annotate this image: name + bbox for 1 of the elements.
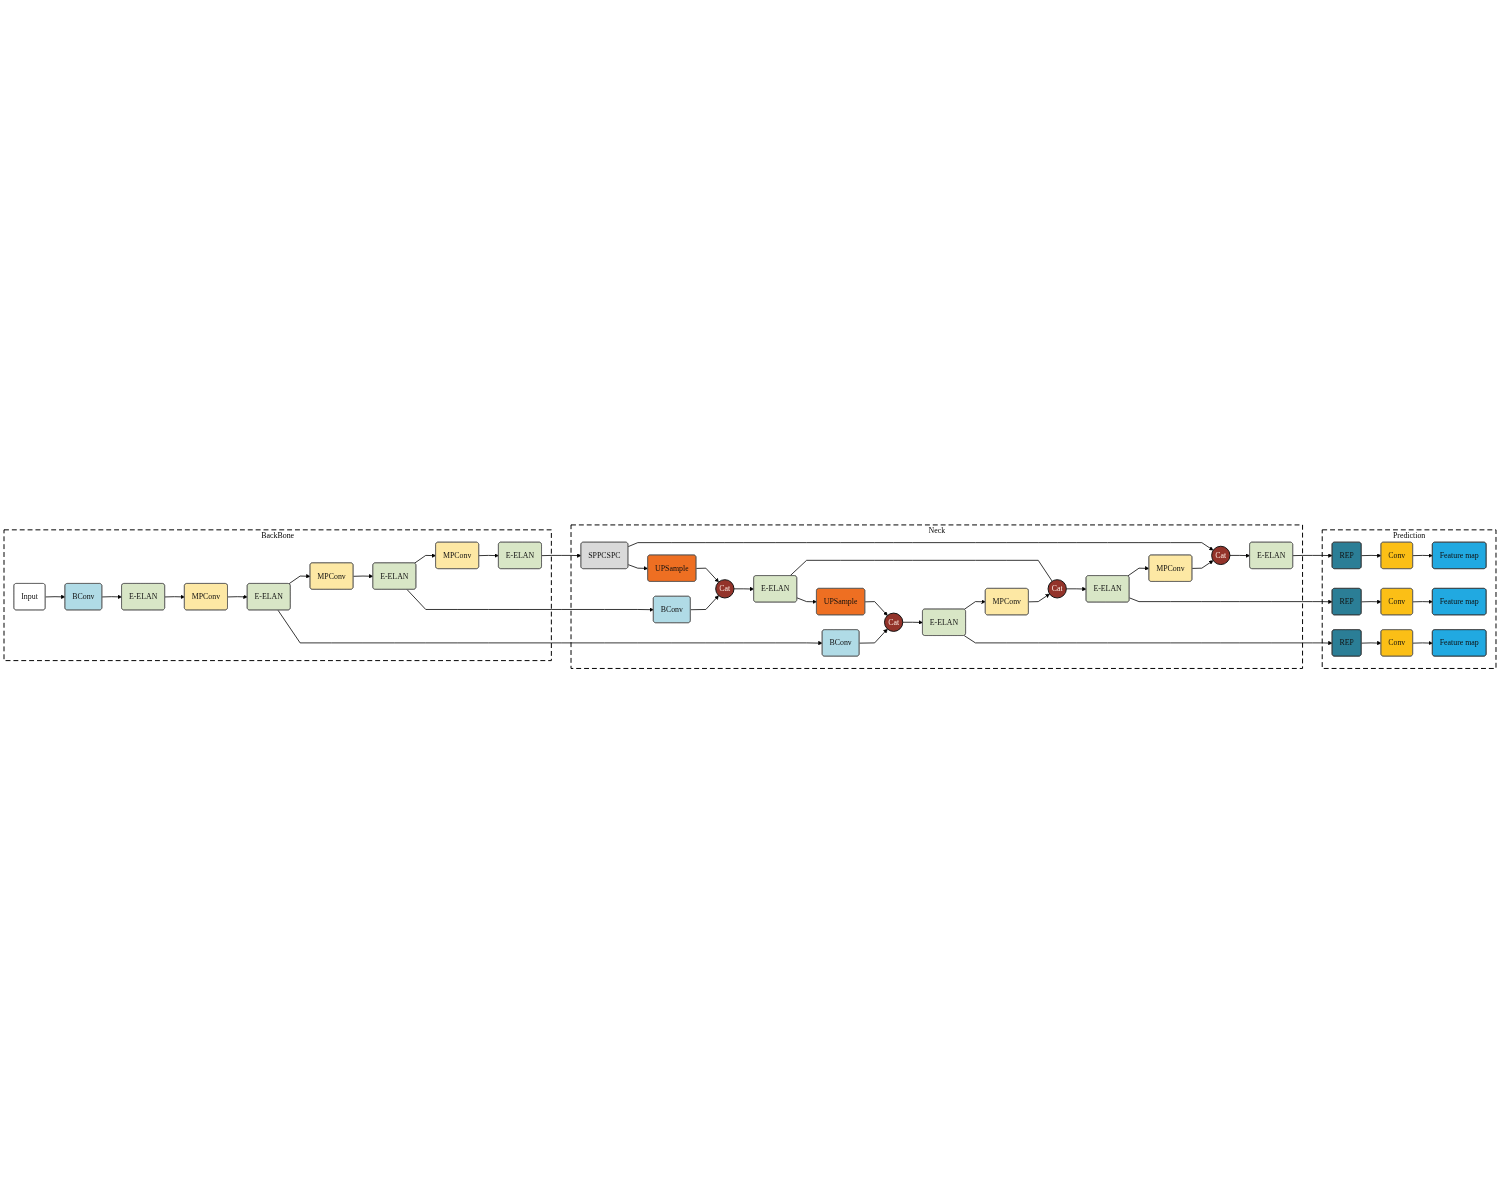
connector: [789, 559, 1053, 582]
